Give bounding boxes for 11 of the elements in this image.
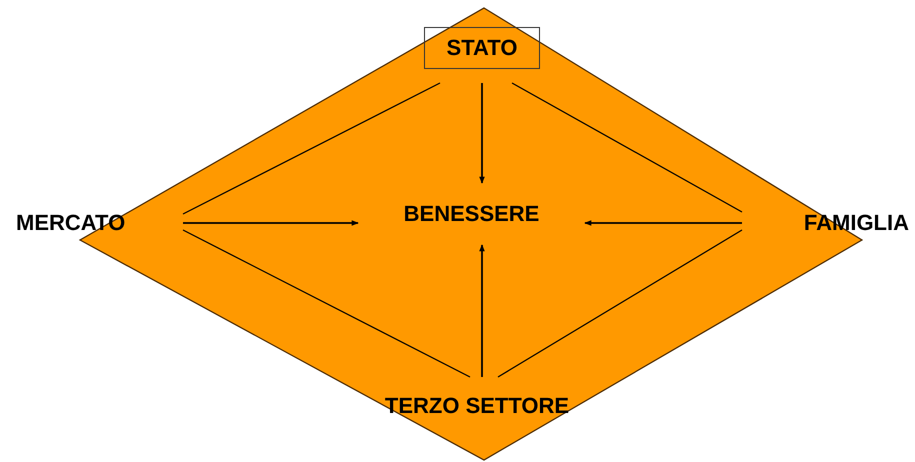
node-label: TERZO SETTORE [384,393,570,419]
state-box: STATO [424,27,540,69]
arrow [479,83,485,184]
connector-line [182,82,440,215]
arrow [584,220,742,226]
connector-line [498,229,742,378]
arrow [479,244,485,377]
center-label: BENESSERE [404,201,540,227]
connector-line [512,82,742,213]
connector-line [182,229,470,378]
arrow [183,220,359,226]
